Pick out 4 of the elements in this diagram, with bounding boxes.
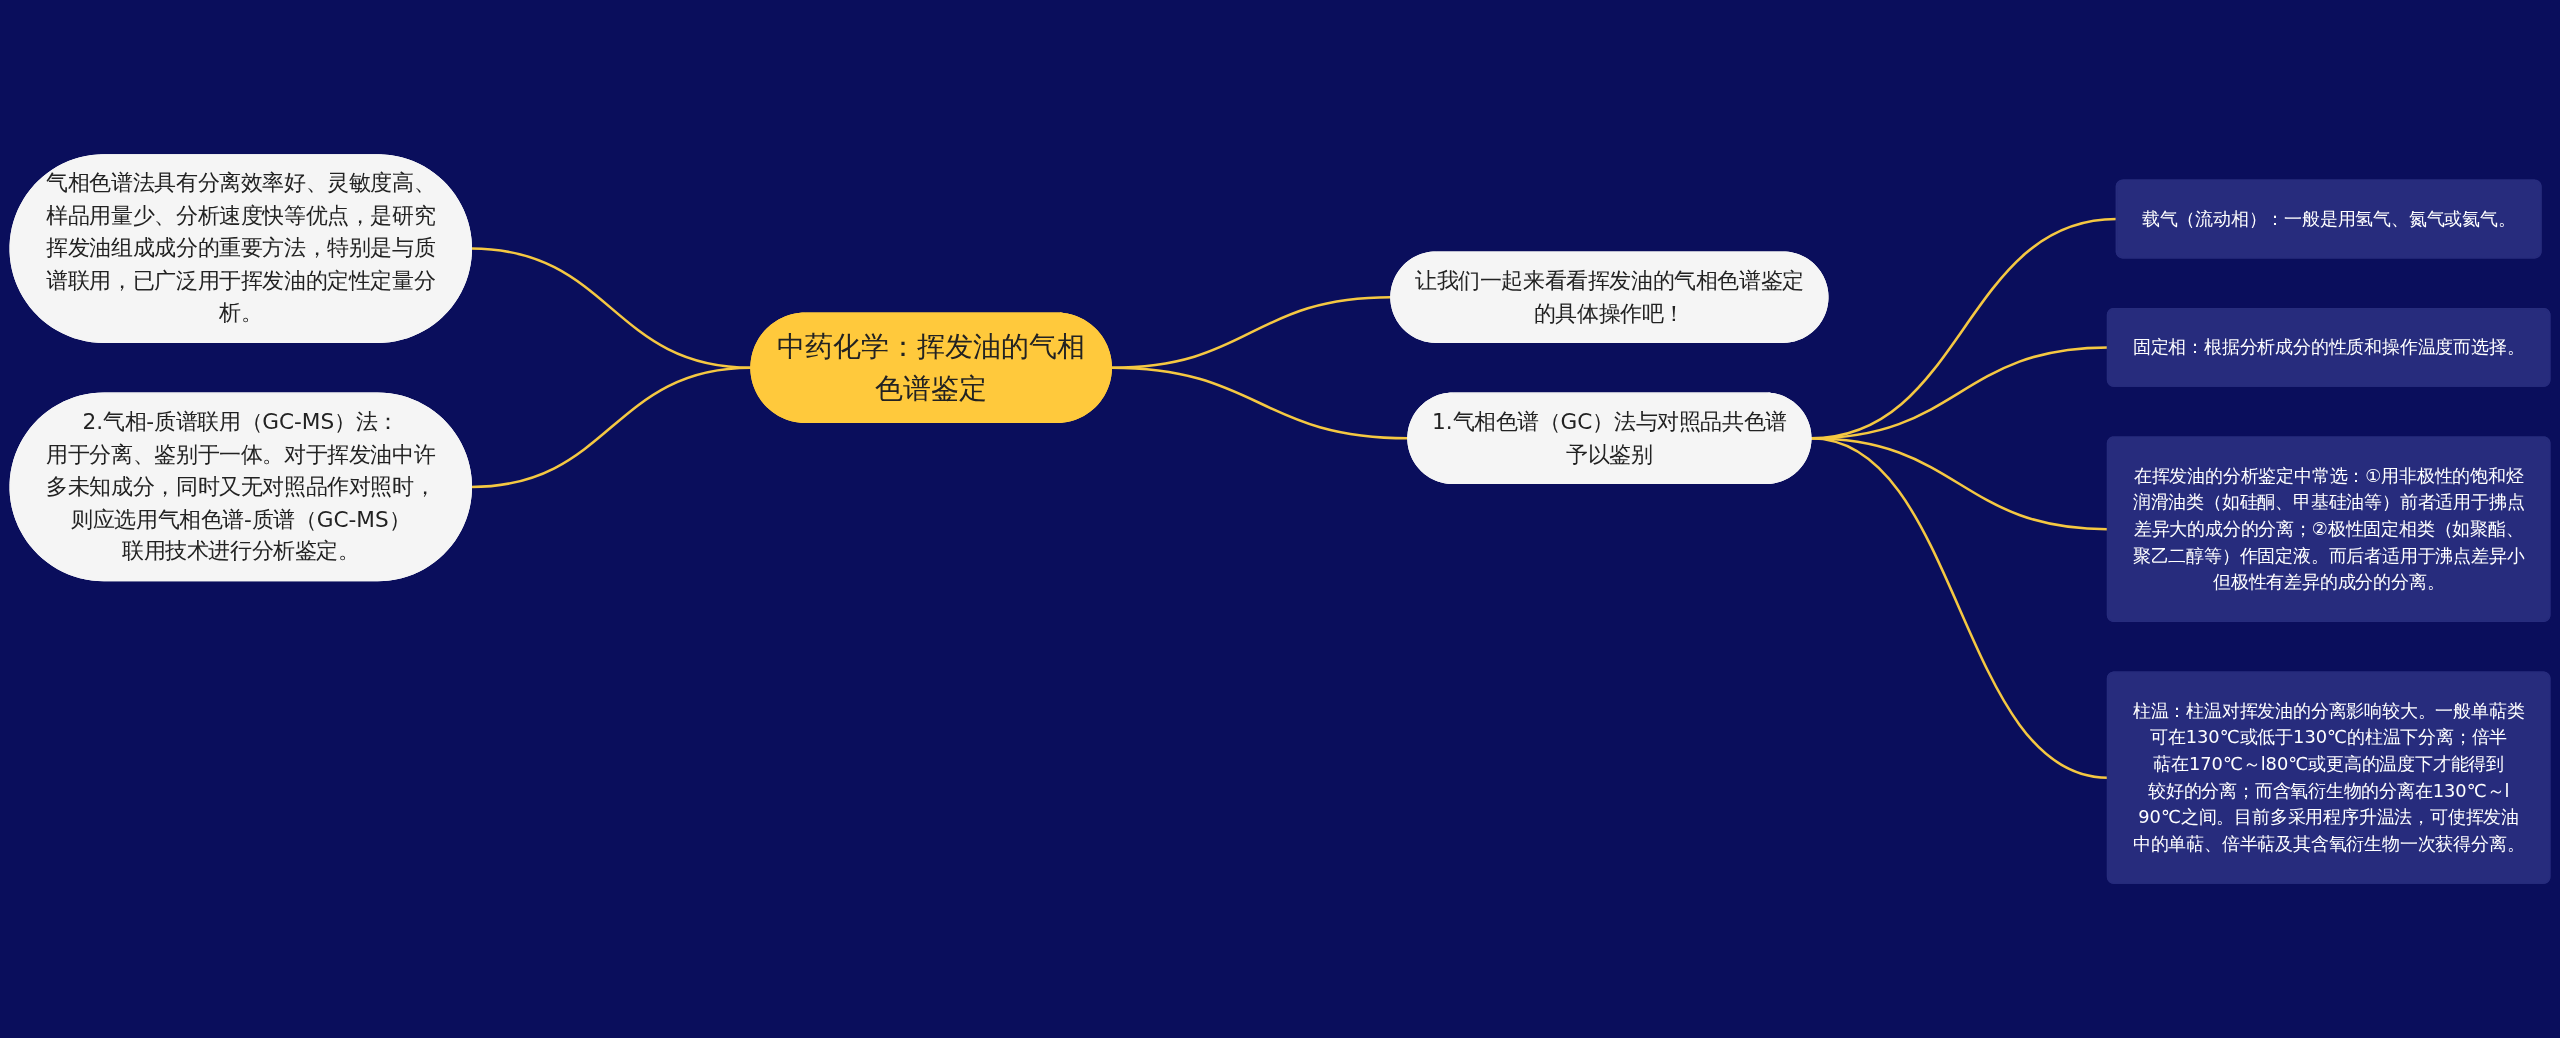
connector <box>471 247 752 369</box>
connector <box>471 366 752 489</box>
connector <box>1111 366 1408 440</box>
connector <box>1810 437 2108 779</box>
